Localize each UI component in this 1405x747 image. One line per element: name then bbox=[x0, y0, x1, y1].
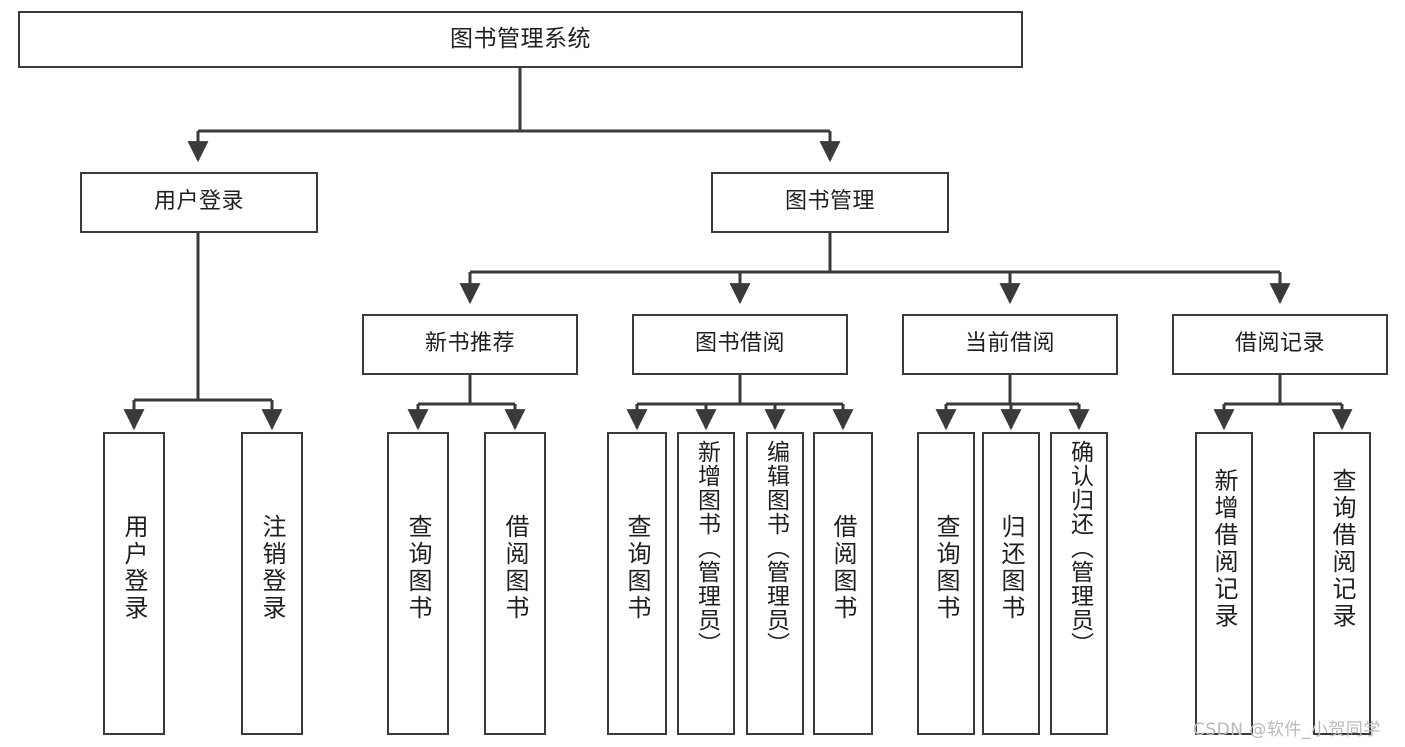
node-label: 借阅记录 bbox=[1234, 331, 1325, 357]
node-label: 用户登录 bbox=[120, 514, 148, 622]
node-label: 新增借阅记录 bbox=[1210, 468, 1238, 630]
leaf-query-borrow-record[interactable]: 查询借阅记录 bbox=[1313, 432, 1371, 735]
node-borrow-record[interactable]: 借阅记录 bbox=[1172, 314, 1388, 375]
leaf-add-borrow-record[interactable]: 新增借阅记录 bbox=[1195, 432, 1253, 735]
leaf-add-book-admin[interactable]: 新增图书（管理员） bbox=[677, 432, 735, 735]
node-root-system[interactable]: 图书管理系统 bbox=[18, 11, 1023, 68]
leaf-borrow-book-borrow[interactable]: 借阅图书 bbox=[813, 432, 873, 735]
leaf-confirm-return-admin[interactable]: 确认归还（管理员） bbox=[1050, 432, 1108, 735]
node-label: 当前借阅 bbox=[964, 331, 1055, 357]
node-label: 归还图书 bbox=[997, 514, 1025, 622]
leaf-query-book-borrow[interactable]: 查询图书 bbox=[607, 432, 667, 735]
node-label: 图书管理系统 bbox=[450, 25, 591, 52]
node-label: 图书管理 bbox=[784, 189, 875, 215]
node-label: 查询借阅记录 bbox=[1328, 468, 1356, 630]
leaf-logout-login[interactable]: 注销登录 bbox=[241, 432, 303, 735]
node-book-borrow[interactable]: 图书借阅 bbox=[632, 314, 848, 375]
leaf-return-book[interactable]: 归还图书 bbox=[982, 432, 1040, 735]
node-book-manage[interactable]: 图书管理 bbox=[711, 172, 949, 233]
node-label: 借阅图书 bbox=[501, 514, 529, 622]
leaf-edit-book-admin[interactable]: 编辑图书（管理员） bbox=[746, 432, 804, 735]
node-label: 新增图书（管理员） bbox=[693, 440, 720, 656]
node-new-book-recommend[interactable]: 新书推荐 bbox=[362, 314, 578, 375]
node-label: 编辑图书（管理员） bbox=[762, 440, 789, 656]
leaf-query-book-recommend[interactable]: 查询图书 bbox=[387, 432, 449, 735]
node-label: 查询图书 bbox=[404, 514, 432, 622]
leaf-borrow-book-recommend[interactable]: 借阅图书 bbox=[484, 432, 546, 735]
leaf-query-book-current[interactable]: 查询图书 bbox=[917, 432, 975, 735]
node-label: 查询图书 bbox=[623, 514, 651, 622]
node-label: 借阅图书 bbox=[829, 514, 857, 622]
leaf-user-login[interactable]: 用户登录 bbox=[103, 432, 165, 735]
node-label: 用户登录 bbox=[153, 189, 244, 215]
node-label: 查询图书 bbox=[932, 514, 960, 622]
node-label: 注销登录 bbox=[258, 514, 286, 622]
csdn-watermark: CSDN @软件_小贺同学 bbox=[1193, 720, 1381, 740]
node-label: 新书推荐 bbox=[424, 331, 515, 357]
node-label: 确认归还（管理员） bbox=[1066, 440, 1093, 656]
node-user-login[interactable]: 用户登录 bbox=[80, 172, 318, 233]
node-label: 图书借阅 bbox=[694, 331, 785, 357]
node-current-borrow[interactable]: 当前借阅 bbox=[902, 314, 1118, 375]
